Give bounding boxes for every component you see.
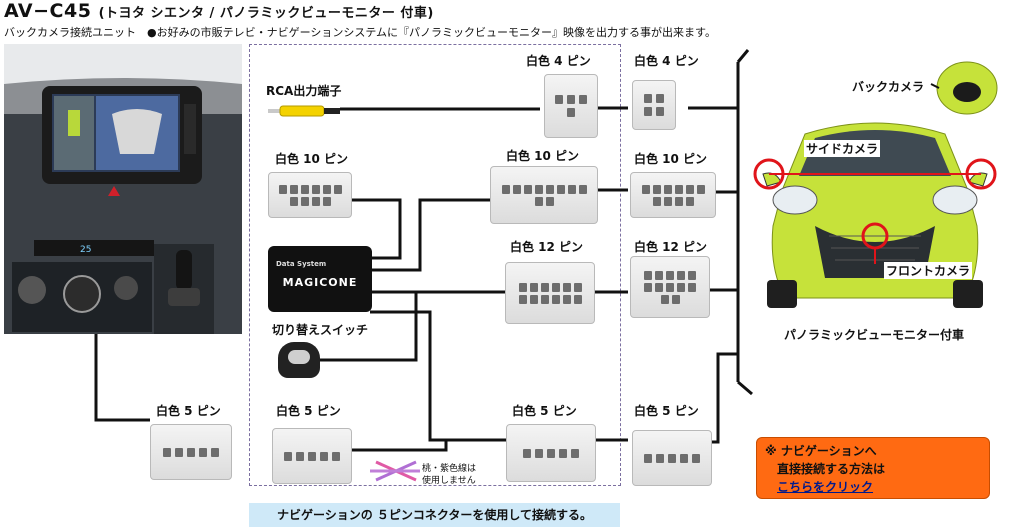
vehicle-name: (トヨタ シエンタ / パノラミックビューモニター 付車) xyxy=(98,6,434,21)
unit-brand: Data System xyxy=(276,260,327,268)
car-caption: パノラミックビューモニター付車 xyxy=(784,328,965,342)
page-title: AV−C45 (トヨタ シエンタ / パノラミックビューモニター 付車) xyxy=(4,0,434,22)
unused-wire-note: 桃・紫色線は 使用しません xyxy=(422,463,476,487)
unit-name: MAGICONE xyxy=(282,276,358,289)
w4-kit-connector xyxy=(544,74,598,138)
w5-b-connector xyxy=(506,424,596,482)
wire-note-line2: 使用しません xyxy=(422,476,476,486)
front-camera-label: フロントカメラ xyxy=(884,262,973,279)
w4-kit-label: 白色 4 ピン xyxy=(526,54,591,68)
w5-car-label: 白色 5 ピン xyxy=(634,404,699,418)
w10-left-connector xyxy=(268,172,352,218)
w5-nav-label: 白色 5 ピン xyxy=(156,404,221,418)
nav-box-line2: 直接接続する方法は xyxy=(777,462,886,476)
w10-left-label: 白色 10 ピン xyxy=(275,152,349,166)
toggle-switch-icon xyxy=(278,342,320,378)
w10-kit-label: 白色 10 ピン xyxy=(506,149,580,163)
dashboard-photo: 25 xyxy=(4,44,242,334)
back-camera-label: バックカメラ xyxy=(850,78,927,95)
w5-a-label: 白色 5 ピン xyxy=(276,404,341,418)
click-here-link[interactable]: こちらをクリック xyxy=(777,480,874,494)
side-camera-label: サイドカメラ xyxy=(804,140,881,157)
w5-b-label: 白色 5 ピン xyxy=(512,404,577,418)
nav-direct-connection-box: ※ ナビゲーションへ 直接接続する方法は こちらをクリック xyxy=(756,437,990,499)
w5-car-connector xyxy=(632,430,712,486)
w10-car-connector xyxy=(630,172,716,218)
w12-car-connector xyxy=(630,256,710,318)
w4-car-label: 白色 4 ピン xyxy=(634,54,699,68)
magicone-unit: Data System MAGICONE xyxy=(268,246,372,312)
rca-plug-icon xyxy=(268,103,340,117)
w4-car-connector xyxy=(632,80,676,130)
kit-contents-frame xyxy=(249,44,621,486)
model-name: AV−C45 xyxy=(4,0,92,22)
subtitle: バックカメラ接続ユニット ●お好みの市販テレビ・ナビゲーションシステムに『パノラ… xyxy=(4,26,716,39)
switch-label: 切り替えスイッチ xyxy=(272,323,369,337)
w5-a-connector xyxy=(272,428,352,484)
connection-note: ナビゲーションの ５ピンコネクターを使用して接続する。 xyxy=(249,503,620,527)
w5-nav-connector xyxy=(150,424,232,480)
w10-kit-connector xyxy=(490,166,598,224)
w12-kit-label: 白色 12 ピン xyxy=(510,240,584,254)
w12-kit-connector xyxy=(505,262,595,324)
w10-car-label: 白色 10 ピン xyxy=(634,152,708,166)
w12-car-label: 白色 12 ピン xyxy=(634,240,708,254)
nav-box-line1: ※ ナビゲーションへ xyxy=(765,444,877,458)
svg-text:25: 25 xyxy=(80,245,91,255)
wire-note-line1: 桃・紫色線は xyxy=(422,464,477,474)
rca-label: RCA出力端子 xyxy=(266,84,342,98)
